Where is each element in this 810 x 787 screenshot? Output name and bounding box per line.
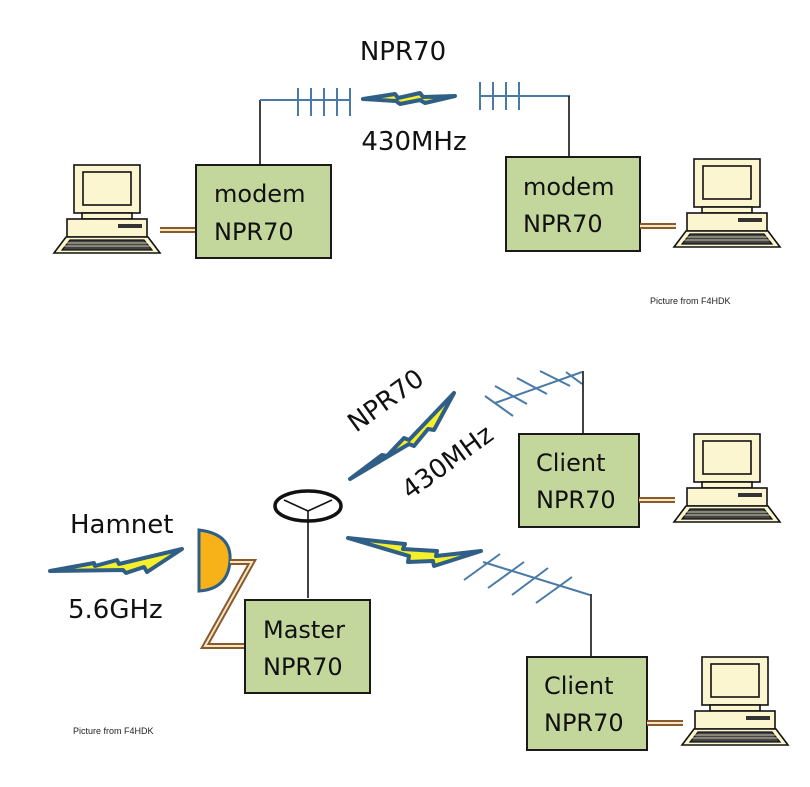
computer-icon [53,164,161,254]
lightning-bolt-icon [361,91,457,106]
hamnet-label: Hamnet [70,510,173,540]
yagi-antenna-icon [463,553,591,604]
bottom-link-label: NPR70 [342,364,429,439]
coax-cable [199,559,258,649]
client-1-line1: Client [536,449,605,477]
client-node-1: Client NPR70 [518,433,640,528]
modem-left-line2: NPR70 [214,218,294,246]
modem-right-line1: modem [523,173,614,201]
bottom-frequency-label: 430MHz [396,420,499,506]
computer-icon [681,656,789,746]
yagi-antenna-icon [479,82,570,110]
computer-icon [673,433,781,523]
master-line2: NPR70 [263,653,343,681]
bottom-diagram: NPR70 430MHz Client NPR70 [48,364,789,751]
client-node-2: Client NPR70 [526,656,648,751]
modem-right: modem NPR70 [505,156,641,252]
master-line1: Master [263,616,345,644]
top-credit: Picture from F4HDK [650,296,731,306]
top-diagram: NPR70 430MHz modem NPR70 [53,37,781,306]
master-node: Master NPR70 [244,599,371,694]
dish-antenna-icon [197,528,232,593]
omni-antenna-icon [273,489,343,598]
computer-icon [673,158,781,248]
modem-right-line2: NPR70 [523,210,603,238]
client-2-line2: NPR70 [544,709,624,737]
yagi-antenna-icon [260,88,351,116]
lightning-bolt-icon [348,391,456,481]
client-1-line2: NPR70 [536,486,616,514]
modem-left-line1: modem [214,180,305,208]
bottom-credit: Picture from F4HDK [73,726,154,736]
hamnet-frequency-label: 5.6GHz [68,595,163,625]
client-2-line1: Client [544,672,613,700]
lightning-bolt-icon [346,536,483,568]
top-link-label: NPR70 [360,37,446,67]
top-frequency-label: 430MHz [361,127,466,157]
yagi-antenna-icon [484,370,583,417]
lightning-bolt-icon [48,547,184,575]
modem-left: modem NPR70 [195,164,332,259]
